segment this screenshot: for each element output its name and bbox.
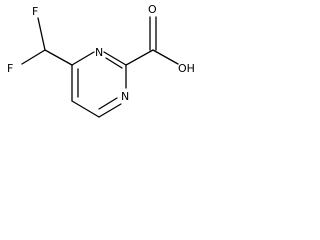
molecule-drawing: F F N N O OH xyxy=(7,3,195,118)
structure-canvas: F F N N O OH xyxy=(0,0,233,134)
bond-n3-c2 xyxy=(103,51,127,66)
bond-n1-c6-double xyxy=(98,97,118,110)
bond-cf-top xyxy=(37,17,46,51)
bond-ring-carboxyl xyxy=(125,49,154,66)
bond-n1-c6 xyxy=(98,103,122,118)
bond-cf-left xyxy=(21,49,46,65)
bond-chf2-ring xyxy=(44,49,73,66)
bond-n3-c2-double xyxy=(105,57,123,69)
fluorine-top-label: F xyxy=(32,5,38,18)
fluorine-left-label: F xyxy=(7,62,13,75)
carbonyl-oxygen-label: O xyxy=(148,3,157,16)
nitrogen-upper-label: N xyxy=(95,46,103,59)
bond-c4-n3 xyxy=(71,51,95,66)
hydroxyl-label: OH xyxy=(178,62,195,75)
bond-c-oh xyxy=(152,49,179,65)
bond-c6-c5 xyxy=(71,100,100,118)
nitrogen-lower-label: N xyxy=(121,90,129,103)
